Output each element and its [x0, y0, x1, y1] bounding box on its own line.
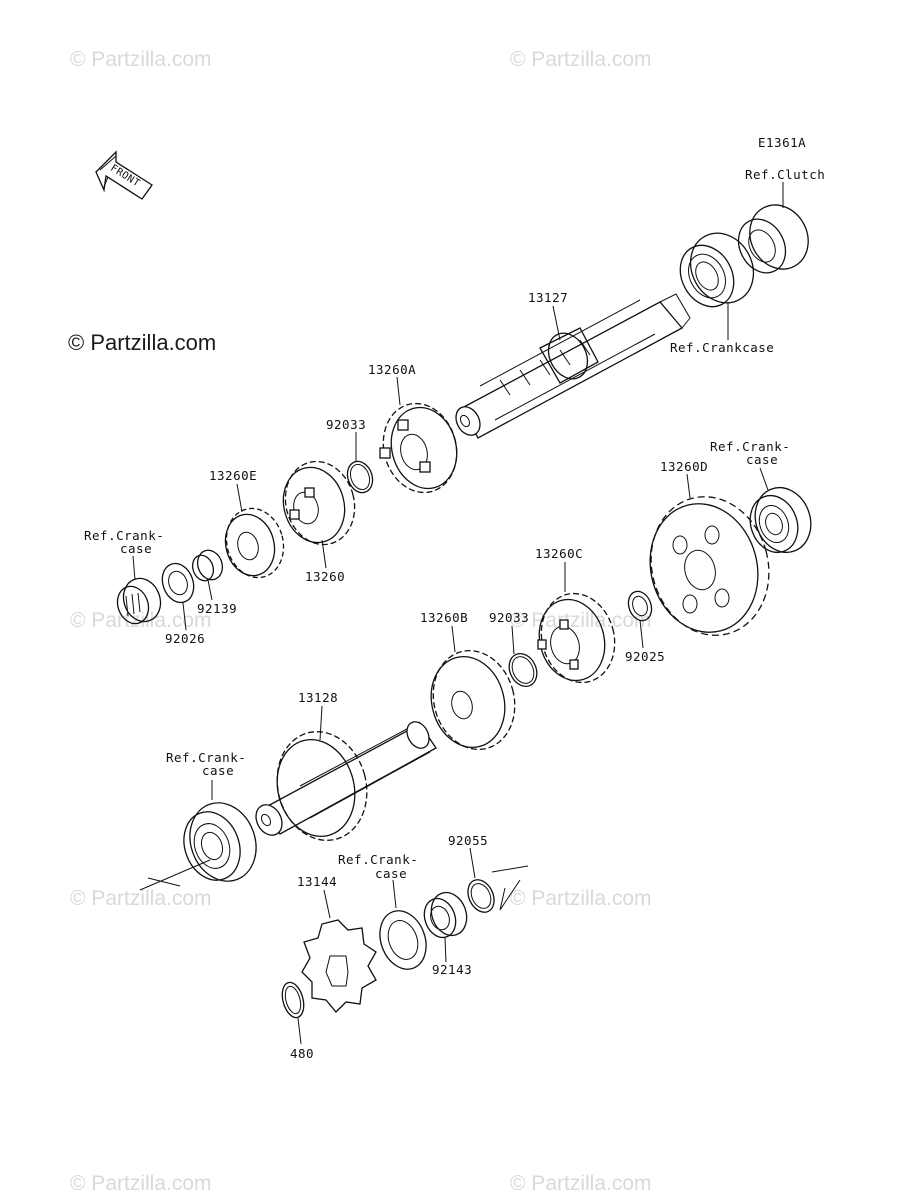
label-92033-mid: 92033	[489, 610, 529, 625]
gear-13260	[282, 460, 356, 546]
watermark-lower-left: © Partzilla.com	[70, 887, 212, 910]
collar-92143	[423, 891, 468, 939]
watermark-bottom-left: © Partzilla.com	[70, 1172, 212, 1195]
needle-bearing-left	[116, 577, 162, 625]
washer-92026	[161, 562, 195, 604]
washer-92025	[627, 590, 653, 622]
watermark-mid-left: © Partzilla.com	[70, 609, 212, 632]
label-92139: 92139	[197, 601, 237, 616]
label-ref-crankcase-right-line1: Ref.Crank-	[710, 439, 790, 454]
leader-lines	[132, 182, 784, 1045]
gear-13260C	[537, 592, 616, 684]
leader-bearing-lower-left	[139, 859, 211, 891]
crankcase-bearing-top	[679, 232, 755, 308]
label-13127: 13127	[528, 290, 568, 305]
gear-13260E	[224, 507, 285, 579]
circlip-92033-mid	[508, 652, 538, 688]
label-13128: 13128	[298, 690, 338, 705]
watermark-top-right: © Partzilla.com	[510, 48, 652, 71]
input-shaft-13127	[455, 293, 691, 439]
gear-13260A	[379, 402, 458, 494]
label-ref-crankcase-lower-mid-line2: case	[375, 866, 407, 881]
sprocket-13144	[301, 919, 377, 1013]
label-ref-crankcase-lower-mid-line1: Ref.Crank-	[338, 852, 418, 867]
watermark-mid-right: © Partzilla.com	[510, 609, 652, 632]
label-ref-crankcase-left-line1: Ref.Crank-	[84, 528, 164, 543]
front-arrow-label: FRONT	[108, 163, 141, 190]
watermark-top-left: © Partzilla.com	[70, 48, 212, 71]
label-ref-crankcase-right-line2: case	[746, 452, 778, 467]
circlip-480	[281, 981, 305, 1019]
label-13144: 13144	[297, 874, 337, 889]
watermark-lower-right: © Partzilla.com	[510, 887, 652, 910]
crankcase-bearing-right	[749, 486, 812, 554]
label-92055: 92055	[448, 833, 488, 848]
label-ref-crankcase-lower-left-line2: case	[202, 763, 234, 778]
label-13260: 13260	[305, 569, 345, 584]
label-ref-crankcase-lower-left-line1: Ref.Crank-	[166, 750, 246, 765]
o-ring-92055	[467, 879, 495, 913]
watermark-bottom-right: © Partzilla.com	[510, 1172, 652, 1195]
collar-92139	[191, 549, 224, 582]
label-92026: 92026	[165, 631, 205, 646]
label-13260A: 13260A	[368, 362, 416, 377]
label-ref-crankcase: Ref.Crankcase	[670, 340, 774, 355]
crankcase-bearing-lower-left	[183, 802, 257, 882]
label-ref-clutch: Ref.Clutch	[745, 167, 825, 182]
label-13260C: 13260C	[535, 546, 583, 561]
label-92033-top: 92033	[326, 417, 366, 432]
clutch-bearing	[737, 204, 809, 274]
label-92025: 92025	[625, 649, 665, 664]
front-arrow-icon: FRONT	[95, 150, 153, 200]
leader-o-ring	[491, 865, 529, 911]
circlip-92033-top	[346, 460, 374, 494]
diagram-code: E1361A	[758, 135, 806, 150]
label-13260B: 13260B	[420, 610, 468, 625]
oil-seal-crankcase	[379, 910, 427, 970]
label-ref-crankcase-left-line2: case	[120, 541, 152, 556]
label-92143: 92143	[432, 962, 472, 977]
watermark-main: © Partzilla.com	[68, 330, 216, 355]
label-13260D: 13260D	[660, 459, 708, 474]
label-13260E: 13260E	[209, 468, 257, 483]
label-480: 480	[290, 1046, 314, 1061]
gear-13260B	[430, 649, 516, 751]
output-shaft-13128	[255, 721, 437, 841]
gear-13260D	[649, 496, 770, 636]
